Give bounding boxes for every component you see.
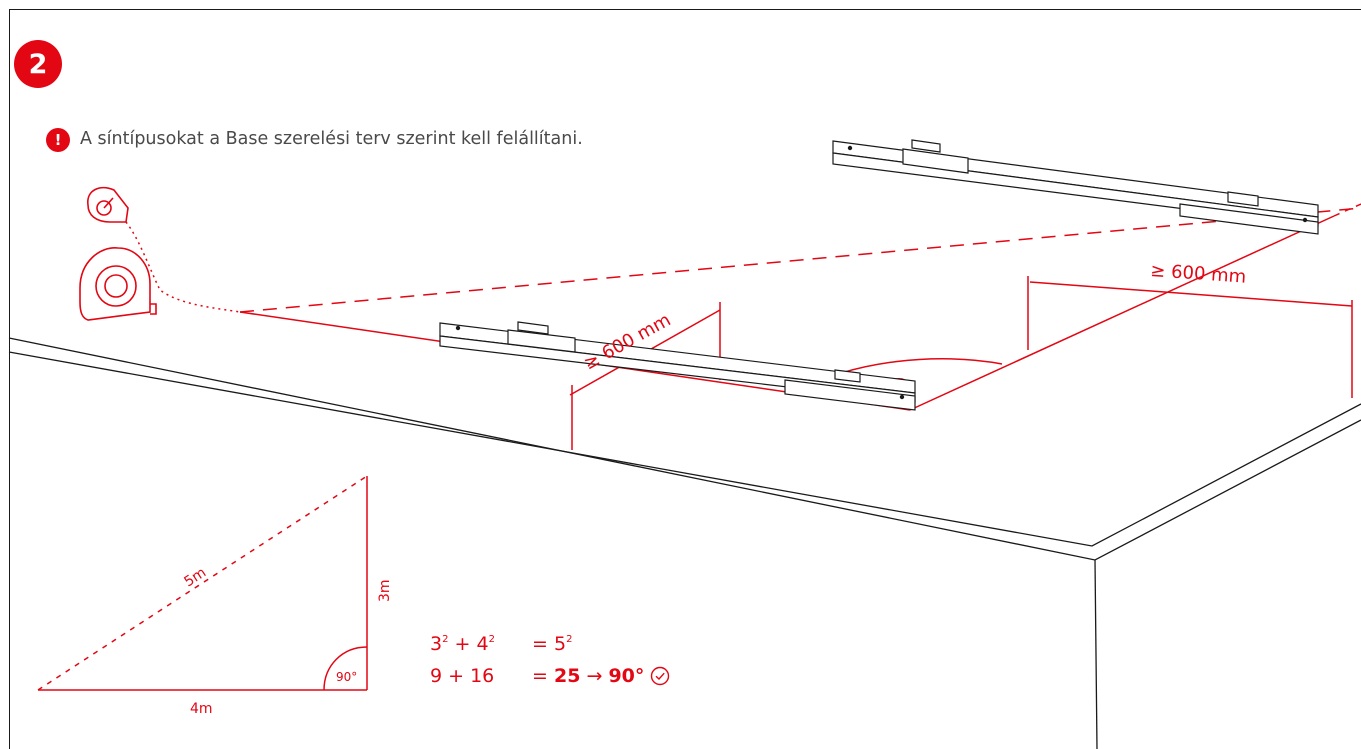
formula-row-squares: 32 + 42 = 52 (430, 624, 670, 660)
formula-term-c: = 5 (532, 633, 567, 655)
formula-arrow: → (586, 665, 603, 687)
chalk-line-icon (87, 186, 129, 223)
formula-row-values: 9 + 16 = 25 → 90° (430, 660, 670, 692)
right-triangle (37, 475, 368, 691)
triangle-angle-label: 90° (336, 670, 357, 684)
formula-term-b: + 4 (454, 633, 489, 655)
triangle-hypotenuse (37, 475, 368, 691)
mounting-rail-icon (439, 321, 916, 411)
mounting-rail-icon (832, 139, 1319, 235)
illustration-frame (9, 9, 1361, 749)
side-chalk-line (909, 215, 1335, 411)
formula-equals: = (532, 665, 548, 687)
exclamation-icon: ! (46, 128, 70, 152)
layout-lines (239, 203, 1361, 450)
roof-corner-vertical (1094, 559, 1098, 749)
formula-lhs-squares: 32 + 42 (430, 624, 532, 660)
step-number: 2 (28, 48, 48, 80)
formula-exp-c: 2 (566, 634, 573, 645)
triangle-vertical-label: 3m (377, 579, 393, 602)
formula-result: 25 (553, 665, 581, 687)
instruction-note: A síntípusokat a Base szerelési terv sze… (80, 129, 583, 149)
pythagoras-formula: 32 + 42 = 52 9 + 16 = 25 → 90° (430, 624, 670, 692)
triangle-hypotenuse-label: 5m (181, 565, 209, 591)
check-circle-icon (651, 666, 670, 686)
roof-outline (8, 337, 1361, 749)
formula-term-a: 3 (430, 633, 443, 655)
side-line-extension (1333, 203, 1361, 217)
tape-measure-icon (79, 247, 157, 321)
rear-chalk-line-dashed (239, 207, 1361, 313)
formula-result-square: = 52 (532, 624, 572, 660)
chalk-line-string (125, 221, 241, 313)
warning-mark: ! (54, 131, 62, 149)
roof-edge-inner (8, 351, 1361, 547)
dim-label-rear: ≥ 600 mm (1150, 260, 1247, 288)
triangle-base-label: 4m (190, 701, 213, 717)
dim-line-rear (1029, 281, 1353, 307)
triangle-angle-arc (323, 646, 368, 691)
formula-exp-a: 2 (442, 634, 449, 645)
formula-lhs-values: 9 + 16 (430, 665, 495, 687)
formula-angle: 90° (608, 665, 645, 687)
step-number-badge: 2 (14, 40, 62, 88)
formula-exp-b: 2 (488, 634, 495, 645)
